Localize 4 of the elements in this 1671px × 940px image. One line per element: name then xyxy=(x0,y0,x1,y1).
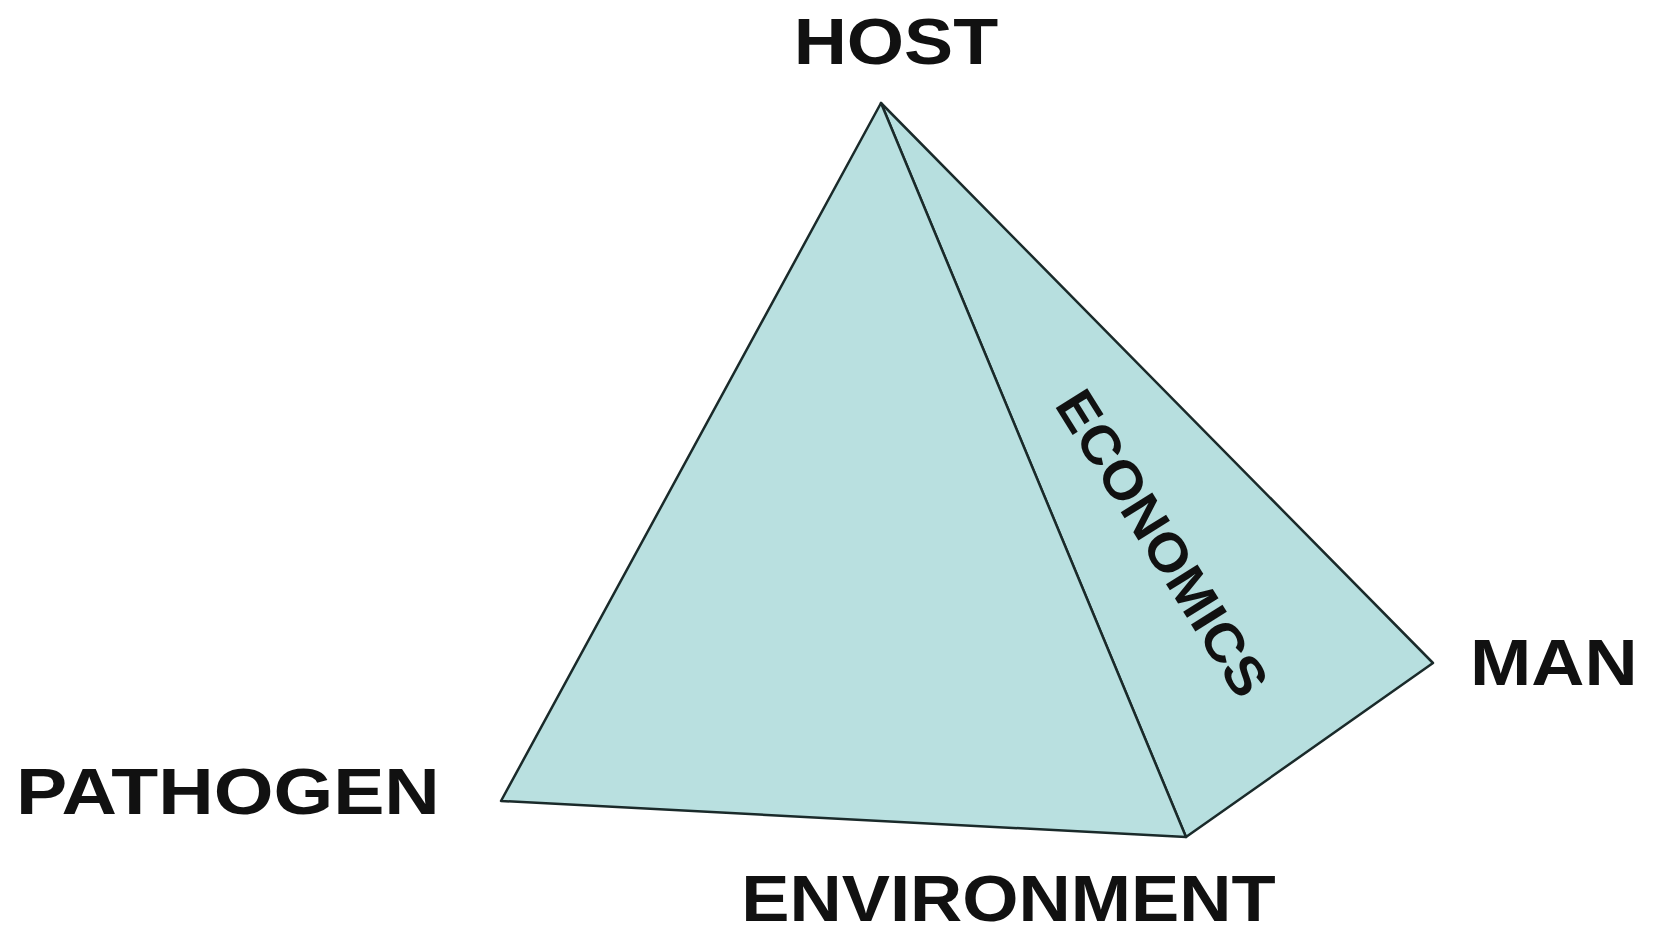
vertex-label: PATHOGEN xyxy=(16,760,440,824)
vertex-label: HOST xyxy=(793,10,999,74)
vertex-label: ENVIRONMENT xyxy=(740,867,1276,931)
vertex-label: MAN xyxy=(1470,631,1638,695)
